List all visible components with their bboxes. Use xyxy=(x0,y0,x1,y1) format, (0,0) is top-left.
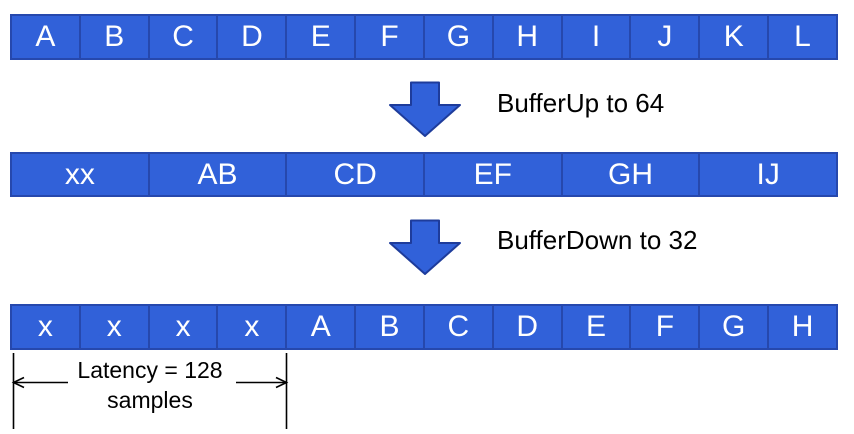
latency-bracket xyxy=(11,353,289,429)
latency-label: Latency = 128 samples xyxy=(40,355,260,415)
buffer-cell: G xyxy=(700,304,770,350)
down-arrow-icon xyxy=(389,81,461,137)
buffer-cell: A xyxy=(287,304,357,350)
buffer-cell: x xyxy=(80,304,150,350)
buffer-cell: F xyxy=(631,304,701,350)
bufferdown-label: BufferDown to 32 xyxy=(497,225,698,255)
buffer-cell: C xyxy=(424,304,494,350)
buffer-cell: GH xyxy=(562,152,701,197)
buffer-cell: C xyxy=(149,14,219,60)
buffer-cell: IJ xyxy=(700,152,839,197)
buffer-cell: xx xyxy=(10,152,150,197)
buffer-cell: L xyxy=(769,14,838,60)
latency-label-line2: samples xyxy=(107,387,193,413)
buffer-cell: B xyxy=(356,304,425,350)
buffer-cell: x xyxy=(10,304,81,350)
buffer-cell: x xyxy=(149,304,219,350)
buffer-cell: D xyxy=(218,14,288,60)
buffer-cell: F xyxy=(356,14,425,60)
buffer-cell: x xyxy=(218,304,288,350)
buffer-cell: E xyxy=(562,304,632,350)
buffer-cell: K xyxy=(700,14,770,60)
buffer-cell: G xyxy=(424,14,494,60)
buffer-cell: A xyxy=(10,14,81,60)
buffer-cell: H xyxy=(769,304,838,350)
buffer-cell: D xyxy=(493,304,563,350)
buffer-cell: J xyxy=(631,14,701,60)
down-arrow-icon xyxy=(389,219,461,275)
buffer-cell: E xyxy=(287,14,357,60)
latency-label-line1: Latency = 128 xyxy=(77,357,223,383)
buffer-cell: H xyxy=(493,14,563,60)
buffer-cell: B xyxy=(80,14,150,60)
buffer-cell: CD xyxy=(287,152,426,197)
buffer-cell: I xyxy=(562,14,632,60)
buffer-cell: EF xyxy=(425,152,563,197)
buffer-cell: AB xyxy=(149,152,288,197)
bufferup-label: BufferUp to 64 xyxy=(497,88,665,118)
